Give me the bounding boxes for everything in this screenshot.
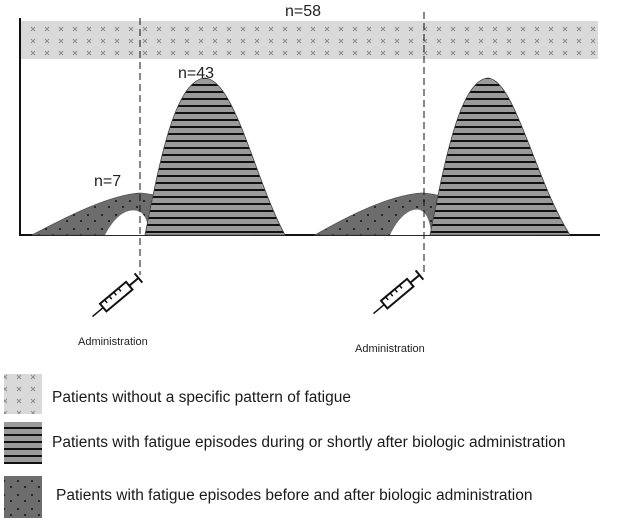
during-after-curve-1 bbox=[144, 77, 286, 236]
legend-label-before-after: Patients with fatigue episodes before an… bbox=[56, 487, 533, 504]
during-after-curve-2 bbox=[429, 77, 571, 236]
legend-swatch-before-after bbox=[4, 476, 42, 518]
syringe-icon bbox=[92, 272, 144, 318]
legend-label-no-pattern: Patients without a specific pattern of f… bbox=[52, 389, 351, 406]
legend-label-during-after: Patients with fatigue episodes during or… bbox=[52, 434, 566, 451]
syringe-icon bbox=[373, 269, 425, 315]
n-label-no-pattern: n=58 bbox=[285, 3, 321, 20]
administration-label-2: Administration bbox=[355, 343, 425, 355]
administration-label-1: Administration bbox=[78, 336, 148, 348]
no-pattern-band bbox=[20, 21, 598, 59]
legend-swatch-during-after bbox=[4, 422, 42, 464]
n-label-during-after: n=43 bbox=[178, 65, 214, 82]
legend-swatch-no-pattern bbox=[4, 374, 42, 414]
n-label-before-after: n=7 bbox=[94, 173, 121, 190]
